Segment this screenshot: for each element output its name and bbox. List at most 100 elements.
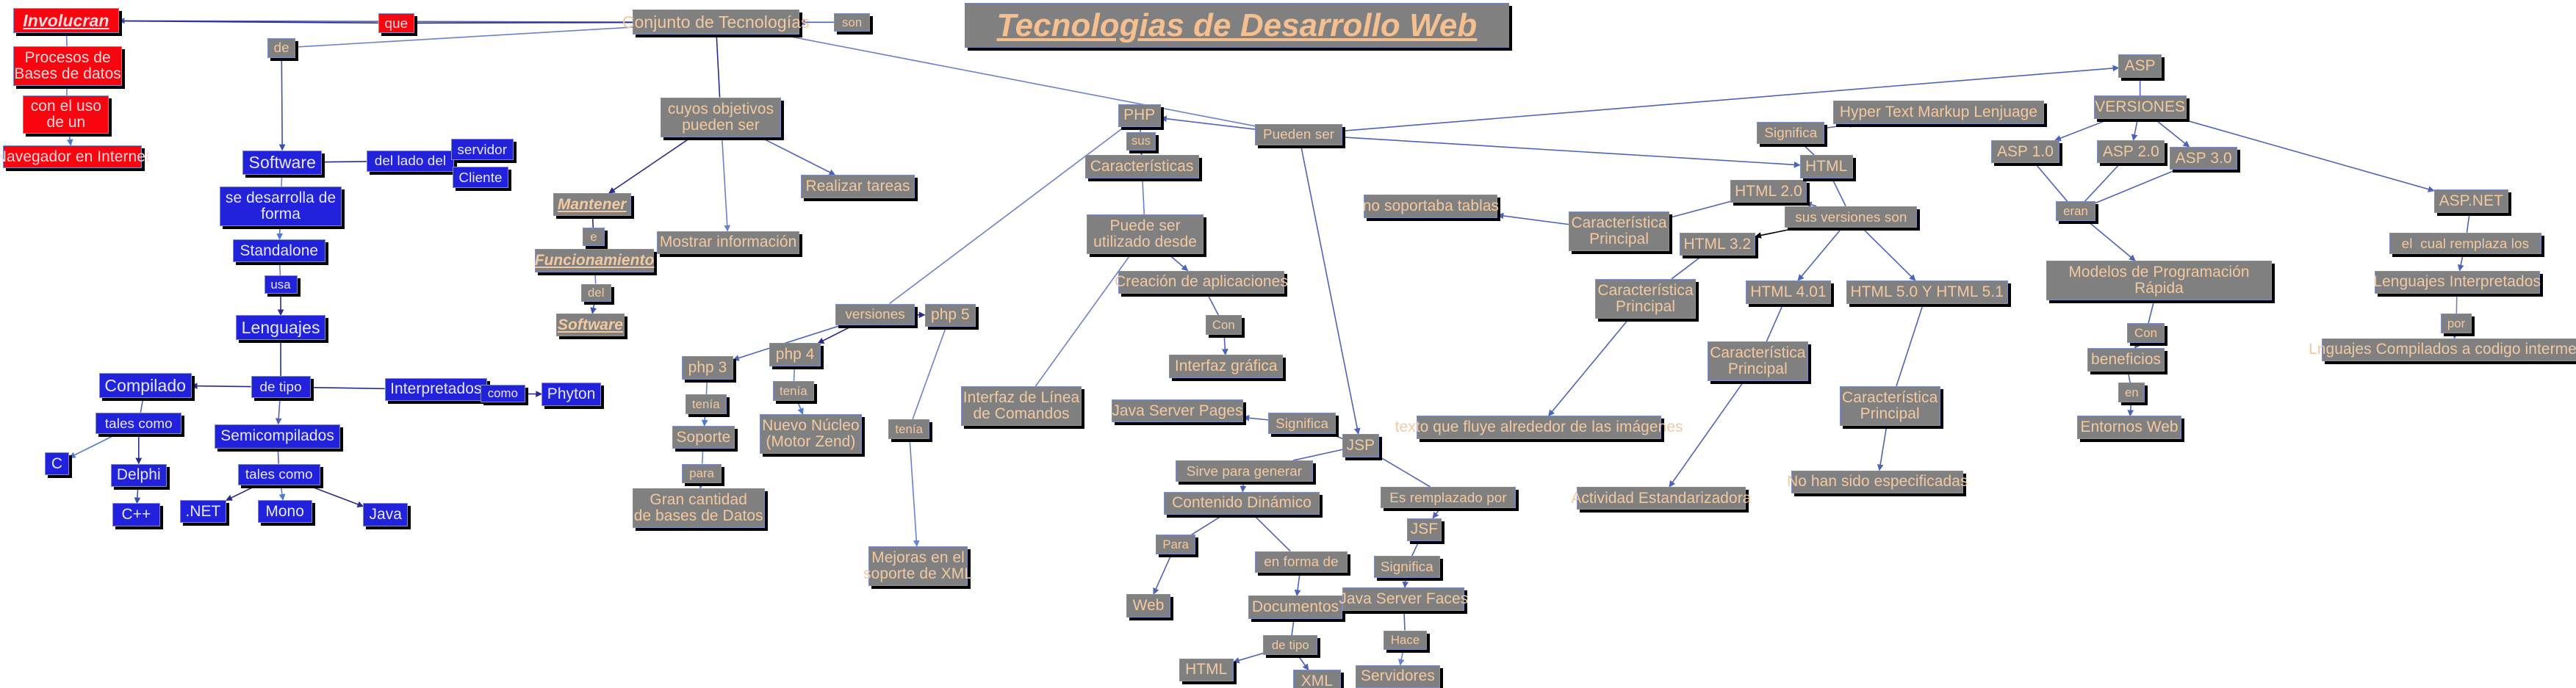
concept-node-detipo2[interactable]: de tipo (1263, 635, 1318, 656)
concept-node-de_sw[interactable]: de (267, 37, 296, 58)
concept-node-por[interactable]: por (2440, 314, 2472, 333)
concept-node-php4[interactable]: php 4 (769, 343, 821, 366)
concept-node-involucran[interactable]: Involucran (12, 8, 119, 33)
concept-node-son[interactable]: son (833, 12, 871, 32)
concept-node-en2[interactable]: en (2118, 383, 2145, 403)
concept-node-conelusode[interactable]: con el uso de un (23, 95, 109, 134)
concept-node-conjunto[interactable]: Conjunto de Tecnologías (622, 10, 810, 35)
concept-node-php[interactable]: PHP (1118, 104, 1161, 128)
concept-node-mono[interactable]: Mono (257, 499, 312, 524)
concept-node-html_doc[interactable]: HTML (1179, 658, 1234, 682)
concept-node-susversiones[interactable]: sus versiones son (1785, 206, 1918, 228)
concept-node-significa1[interactable]: Significa (1268, 412, 1336, 435)
concept-node-modelosprog[interactable]: Modelos de Programación Rápida (2046, 261, 2273, 301)
concept-node-sirveparagen[interactable]: Sirve para generar (1176, 460, 1313, 482)
concept-node-interpretados[interactable]: Interpretados (384, 377, 487, 402)
concept-node-significa3[interactable]: Significa (1757, 122, 1825, 144)
concept-node-asp20[interactable]: ASP 2.0 (2097, 140, 2165, 164)
concept-node-documentos[interactable]: Documentos (1248, 595, 1343, 619)
concept-node-navegador[interactable]: Navegador en Internet (0, 145, 150, 169)
concept-node-del[interactable]: del (581, 283, 611, 303)
concept-node-lenguajes[interactable]: Lenguajes (236, 315, 325, 340)
concept-node-servidores[interactable]: Servidores (1356, 665, 1440, 688)
concept-node-que[interactable]: que (378, 12, 415, 33)
concept-node-javaserverfaces[interactable]: Java Server Faces (1339, 587, 1468, 611)
concept-node-asp[interactable]: ASP (2118, 54, 2162, 78)
concept-node-html[interactable]: HTML (1799, 155, 1853, 178)
concept-node-html20[interactable]: HTML 2.0 (1730, 179, 1807, 203)
concept-node-cliente[interactable]: Cliente (452, 166, 509, 189)
concept-node-esremplazado[interactable]: Es remplazado por (1380, 486, 1517, 509)
concept-node-talescomo2[interactable]: tales como (237, 463, 320, 485)
concept-node-mantener[interactable]: Mantener (553, 192, 631, 217)
concept-node-html32[interactable]: HTML 3.2 (1679, 232, 1756, 256)
concept-node-usa[interactable]: usa (264, 275, 298, 294)
concept-node-html401[interactable]: HTML 4.01 (1745, 280, 1832, 304)
concept-node-php5[interactable]: php 5 (924, 303, 976, 327)
concept-node-cpp[interactable]: C++ (112, 503, 160, 526)
concept-node-lengcompilados[interactable]: Lnguajes Compilados a codigo intermedio (2309, 338, 2576, 362)
concept-node-elcualrempl[interactable]: el cual remplaza los (2389, 232, 2541, 255)
concept-node-puedenser[interactable]: Pueden ser (1255, 123, 1343, 145)
concept-node-cuyosobj[interactable]: cuyos objetivos pueden ser (660, 97, 782, 137)
concept-node-javaserverpages[interactable]: Java Server Pages (1111, 399, 1244, 423)
concept-node-lenguajesint[interactable]: Lenguajes Interpretados (2373, 270, 2541, 294)
concept-node-desarrolla[interactable]: se desarrolla de forma (219, 186, 342, 226)
concept-node-versiones[interactable]: versiones (835, 303, 915, 325)
concept-node-html5051[interactable]: HTML 5.0 Y HTML 5.1 (1846, 280, 2008, 304)
concept-node-mostrarinfo[interactable]: Mostrar información (657, 231, 799, 255)
concept-node-xml_doc[interactable]: XML (1292, 670, 1341, 688)
concept-node-title[interactable]: Tecnologias de Desarrollo Web (964, 3, 1510, 48)
concept-node-jsf[interactable]: JSF (1406, 518, 1442, 542)
concept-node-dellado[interactable]: del lado del (366, 150, 455, 172)
concept-node-puedeser[interactable]: Puede ser utilizado desde (1086, 214, 1204, 255)
concept-node-textoqfluye[interactable]: texto que fluye alrededor de las imágene… (1395, 416, 1683, 439)
concept-node-sus[interactable]: sus (1126, 131, 1156, 151)
concept-node-hace[interactable]: Hace (1384, 630, 1427, 651)
concept-node-detipo[interactable]: de tipo (251, 376, 311, 398)
concept-node-e[interactable]: e (583, 228, 605, 246)
concept-node-nosoportaba[interactable]: no soportaba tablas (1363, 195, 1499, 218)
concept-node-tenia2[interactable]: tenía (772, 381, 814, 402)
concept-node-con2[interactable]: Con (2126, 323, 2165, 344)
concept-node-tenia3[interactable]: tenía (888, 419, 930, 439)
concept-node-java[interactable]: Java (363, 503, 409, 526)
concept-node-web[interactable]: Web (1126, 594, 1171, 618)
concept-node-caracteristicas[interactable]: Características (1084, 155, 1199, 178)
concept-node-dotnet[interactable]: .NET (179, 499, 226, 524)
concept-node-c[interactable]: C (44, 452, 70, 476)
concept-node-aspnet[interactable]: ASP.NET (2433, 189, 2508, 213)
concept-node-tenia1[interactable]: tenía (685, 394, 727, 415)
concept-node-asp10[interactable]: ASP 1.0 (1991, 140, 2059, 164)
concept-node-compilado[interactable]: Compilado (98, 372, 192, 398)
concept-node-enformade[interactable]: en forma de (1255, 551, 1348, 573)
concept-node-talescomo1[interactable]: tales como (96, 412, 182, 435)
concept-node-soporte[interactable]: Soporte (672, 425, 735, 449)
concept-node-software[interactable]: Software (242, 150, 323, 175)
concept-node-actividadest[interactable]: Actividad Estandarizadora (1571, 486, 1751, 510)
concept-node-caracprin4[interactable]: Característica Principal (1839, 385, 1940, 426)
concept-node-con1[interactable]: Con (1205, 315, 1242, 336)
concept-node-phyton[interactable]: Phyton (542, 383, 602, 406)
concept-node-servidor[interactable]: servidor (450, 138, 514, 160)
concept-node-procesos[interactable]: Procesos de Bases de datos (12, 46, 123, 86)
concept-node-nuevonucleo[interactable]: Nuevo Núcleo (Motor Zend) (759, 414, 863, 455)
concept-node-jsp[interactable]: JSP (1342, 434, 1379, 457)
concept-node-realizartareas[interactable]: Realizar tareas (801, 175, 915, 198)
concept-node-entornosweb[interactable]: Entornos Web (2077, 416, 2181, 439)
concept-node-caracprin3[interactable]: Característica Principal (1707, 341, 1808, 382)
concept-node-asp30[interactable]: ASP 3.0 (2170, 147, 2238, 170)
concept-node-caracprin1[interactable]: Característica Principal (1569, 211, 1670, 251)
concept-node-grancantidad[interactable]: Gran cantidad de bases de Datos (632, 488, 765, 529)
concept-node-delphi[interactable]: Delphi (110, 463, 167, 487)
concept-node-beneficios[interactable]: beneficios (2087, 348, 2165, 372)
concept-node-standalone[interactable]: Standalone (232, 239, 325, 263)
concept-node-software2[interactable]: Software (556, 314, 625, 337)
concept-node-eran[interactable]: eran (2056, 201, 2095, 222)
concept-node-funcionamiento[interactable]: Funcionamiento (535, 249, 654, 272)
concept-node-contenidodin[interactable]: Contenido Dinámico (1164, 491, 1320, 515)
concept-node-para2[interactable]: Para (1156, 535, 1196, 555)
concept-node-semicompilados[interactable]: Semicompilados (215, 424, 340, 449)
concept-node-interfazlinea[interactable]: Interfaz de Línea de Comandos (961, 385, 1082, 426)
concept-node-nohansido[interactable]: No han sido especificadas (1787, 470, 1968, 493)
